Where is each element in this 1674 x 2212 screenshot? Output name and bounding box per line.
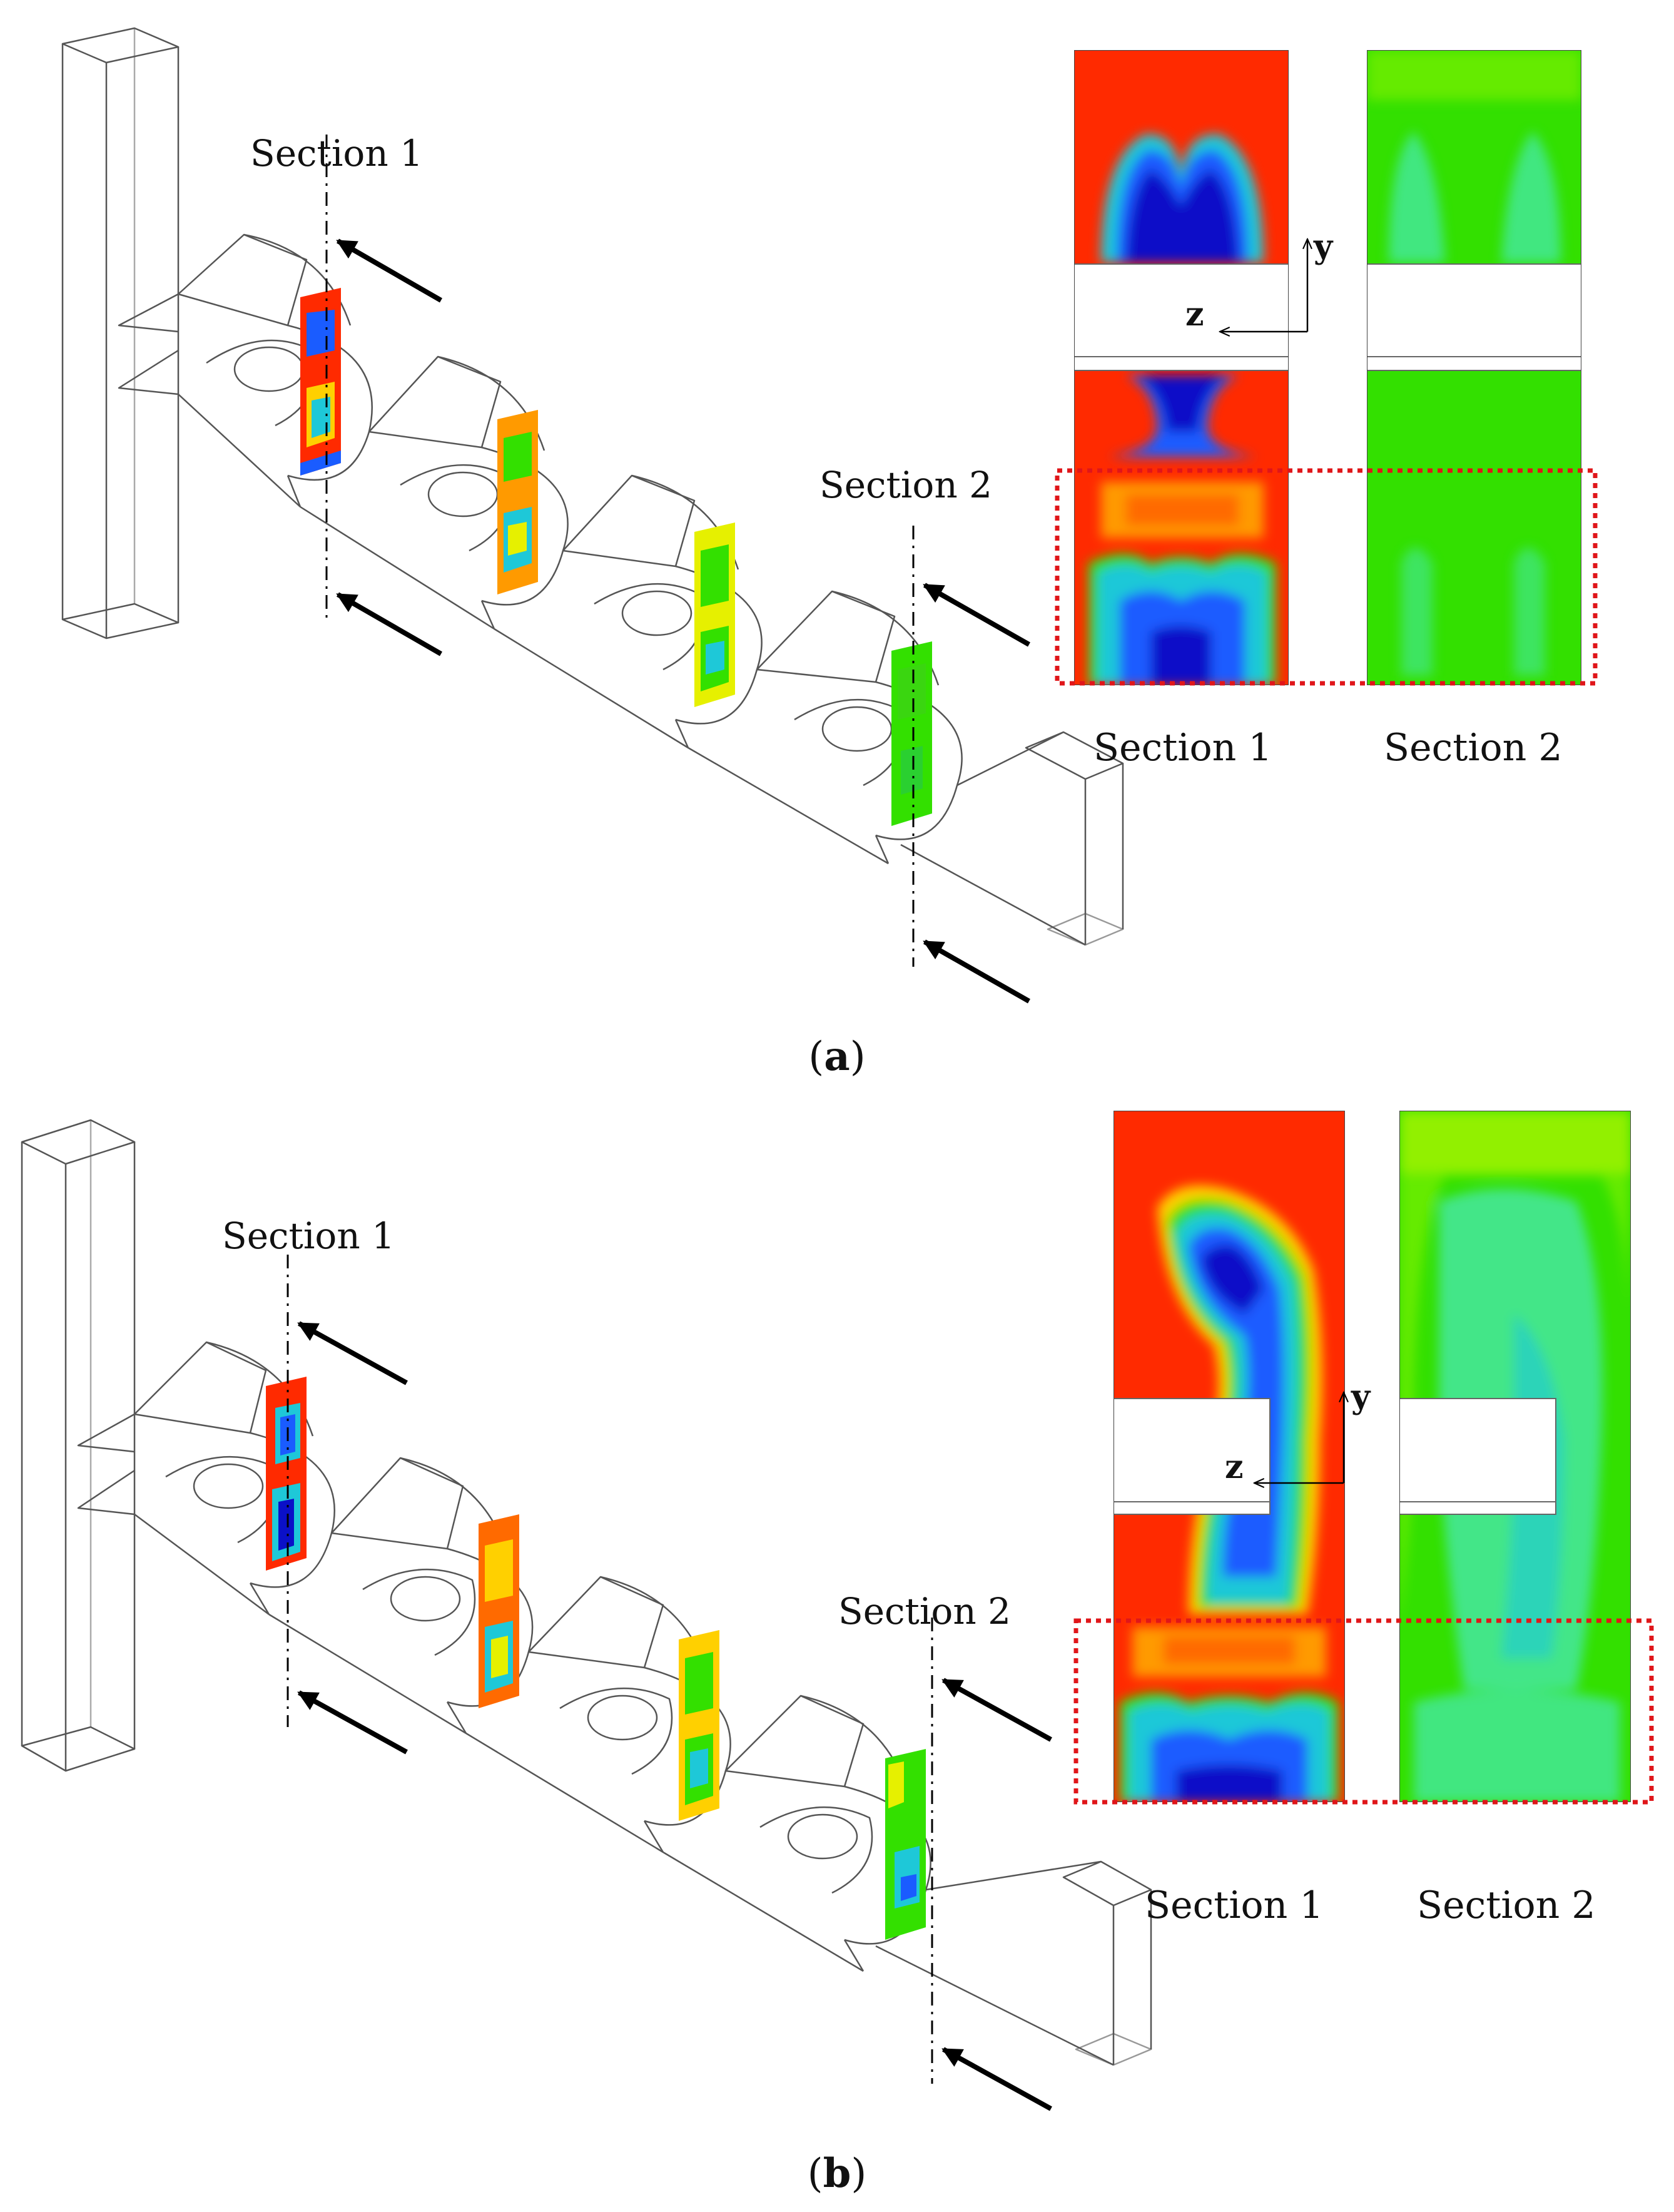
caption-a: (a) [808, 1033, 865, 1080]
inset-section2-contour-a [1367, 50, 1581, 685]
inset-section2-contour-b [1399, 1111, 1631, 1802]
contour-slice-2-a [497, 410, 538, 594]
contour-slice-4-b [885, 1749, 926, 1940]
contour-slice-4-a [891, 641, 932, 826]
axis-z-label-b: z [1225, 1448, 1244, 1486]
section2-label-a: Section 2 [819, 464, 992, 506]
contour-slice-1-b [266, 1377, 307, 1571]
axis-y-label-a: y [1313, 228, 1334, 266]
section1-label-a: Section 1 [250, 132, 423, 175]
contour-slice-2-b [479, 1514, 519, 1708]
inset-section1-contour-b [1113, 1111, 1345, 1802]
section1-label-b: Section 1 [222, 1215, 395, 1257]
axis-indicator-a: y z [1185, 228, 1334, 334]
section2-arrow-bottom-b [941, 2047, 1052, 2111]
inset-section2-label-a: Section 2 [1384, 726, 1563, 770]
panel-a: Section 1 Section 2 [61, 27, 1598, 1080]
highlight-region-a [1055, 468, 1598, 686]
axis-y-label-b: y [1351, 1378, 1371, 1416]
panel-b: Section 1 Section 2 [21, 1111, 1654, 2197]
mixing-units-b [133, 1341, 931, 1972]
inset-section1-label-b: Section 1 [1145, 1883, 1324, 1927]
section1-arrow-bottom-a [336, 592, 442, 656]
inset-section2-label-b: Section 2 [1417, 1883, 1596, 1927]
section2-arrow-top-a [923, 583, 1030, 647]
section2-arrow-bottom-a [923, 939, 1030, 1004]
inset-section1-contour-a [1074, 50, 1289, 685]
contour-slice-1-a [300, 288, 341, 476]
highlight-region-b [1073, 1618, 1654, 1805]
contour-slice-3-b [679, 1630, 719, 1821]
section1-arrow-top-b [297, 1321, 408, 1385]
axis-z-label-a: z [1185, 295, 1204, 334]
inset-section1-label-a: Section 1 [1093, 726, 1272, 770]
section1-arrow-top-a [336, 238, 442, 303]
section2-label-b: Section 2 [838, 1590, 1011, 1633]
mixing-units-a [177, 233, 963, 865]
section2-arrow-top-b [941, 1678, 1052, 1742]
contour-slice-3-a [694, 522, 735, 707]
axis-indicator-b: y z [1225, 1378, 1371, 1486]
caption-b: (b) [808, 2150, 867, 2197]
section1-arrow-bottom-b [297, 1690, 408, 1755]
